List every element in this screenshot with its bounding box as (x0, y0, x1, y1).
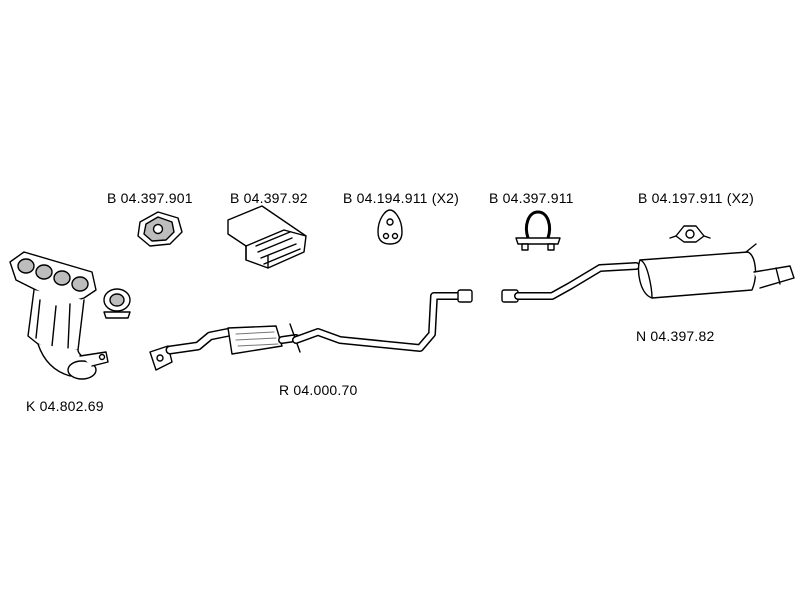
small-clamp-part (103, 288, 131, 319)
label-b-04-197-911: B 04.197.911 (X2) (638, 190, 754, 206)
label-b-04-194-911: B 04.194.911 (X2) (343, 190, 459, 206)
gasket-part-b-04-397-901 (137, 211, 183, 247)
label-b-04-397-911: B 04.397.911 (489, 190, 574, 206)
label-k-04-802-69: K 04.802.69 (26, 398, 104, 414)
heat-shield-part-b-04-397-92 (227, 205, 307, 269)
label-b-04-397-92: B 04.397.92 (230, 190, 308, 206)
ring-part-b-04-197-911 (669, 225, 711, 243)
manifold-part-k-04-802-69 (9, 251, 109, 380)
label-n-04-397-82: N 04.397.82 (636, 328, 715, 344)
front-pipe-part-r-04-000-70 (149, 289, 473, 371)
clamp-part-b-04-397-911 (515, 210, 561, 251)
label-r-04-000-70: R 04.000.70 (279, 382, 358, 398)
hanger-part-b-04-194-911 (377, 209, 403, 245)
rear-silencer-part-n-04-397-82 (501, 243, 795, 303)
label-b-04-397-901: B 04.397.901 (107, 190, 193, 206)
